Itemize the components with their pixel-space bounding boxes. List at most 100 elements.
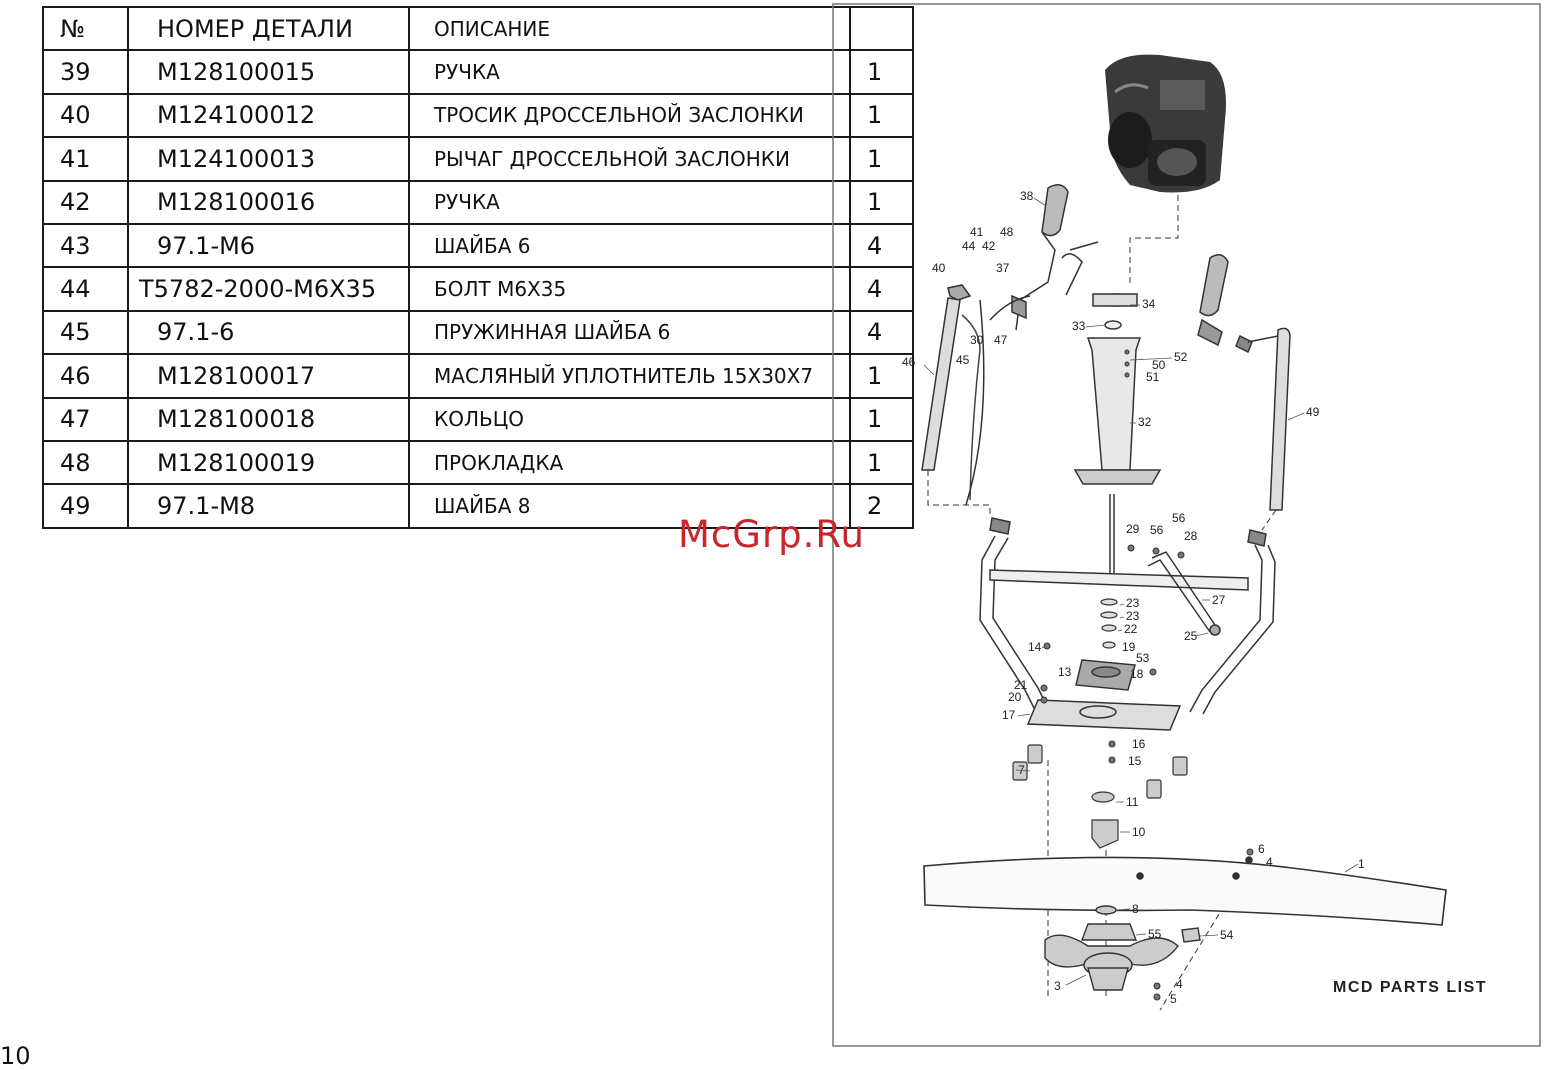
row-quantity: 1 — [849, 353, 914, 399]
callout-21: 21 — [1014, 678, 1028, 692]
page-number: 10 — [0, 1042, 31, 1070]
row-part-number: M128100015 — [127, 49, 410, 95]
row-part-number: M124100012 — [127, 92, 410, 139]
callout-27: 27 — [1212, 593, 1226, 607]
table-row: 42 M128100016 РУЧКА 1 — [42, 179, 914, 225]
header-description: ОПИСАНИЕ — [408, 5, 851, 52]
row-no: 47 — [42, 396, 129, 442]
row-description: РУЧКА — [408, 49, 851, 95]
row-part-number: M128100017 — [127, 353, 410, 399]
table-header-row: № НОМЕР ДЕТАЛИ ОПИСАНИЕ — [42, 5, 914, 52]
callout-19: 19 — [1122, 640, 1136, 654]
shaft-column — [1073, 293, 1162, 580]
row-part-number: M124100013 — [127, 136, 410, 182]
table-row: 46 M128100017 МАСЛЯНЫЙ УПЛОТНИТЕЛЬ 15Х30… — [42, 353, 914, 399]
parts-table: № НОМЕР ДЕТАЛИ ОПИСАНИЕ 39 M128100015 РУ… — [42, 5, 914, 529]
callout-1: 1 — [1358, 857, 1365, 871]
callout-48: 48 — [1000, 225, 1014, 239]
row-description: ШАЙБА 8 — [408, 483, 851, 529]
row-description: ТРОСИК ДРОССЕЛЬНОЙ ЗАСЛОНКИ — [408, 92, 851, 139]
row-description: РЫЧАГ ДРОССЕЛЬНОЙ ЗАСЛОНКИ — [408, 136, 851, 182]
rubber-mounts — [1012, 744, 1188, 849]
main-frame — [979, 517, 1276, 715]
shaft-washers — [1100, 598, 1118, 649]
small-hardware — [1040, 349, 1254, 1001]
callout-38: 38 — [1020, 189, 1034, 203]
row-description: ПРУЖИННАЯ ШАЙБА 6 — [408, 309, 851, 356]
row-no: 48 — [42, 439, 129, 486]
row-description: ШАЙБА 6 — [408, 222, 851, 269]
callout-25: 25 — [1184, 629, 1198, 643]
right-handle-assembly — [1197, 254, 1291, 511]
table-row: 49 97.1-M8 ШАЙБА 8 2 — [42, 483, 914, 529]
callout-10: 10 — [1132, 825, 1146, 839]
table-row: 39 M128100015 РУЧКА 1 — [42, 49, 914, 95]
callout-37: 37 — [996, 261, 1010, 275]
table-row: 43 97.1-M6 ШАЙБА 6 4 — [42, 222, 914, 269]
left-handle-assembly — [921, 184, 1099, 506]
diagram-title: MCD PARTS LIST — [1333, 979, 1487, 996]
row-no: 45 — [42, 309, 129, 356]
callout-16: 16 — [1132, 737, 1146, 751]
callout-47: 47 — [994, 333, 1008, 347]
table-row: 47 M128100018 КОЛЬЦО 1 — [42, 396, 914, 442]
row-quantity: 1 — [849, 49, 914, 95]
row-no: 42 — [42, 179, 129, 225]
exploded-parts-diagram: 38 41 48 44 42 40 37 46 45 30 47 34 33 5… — [830, 0, 1545, 1069]
row-part-number: M128100018 — [127, 396, 410, 442]
callout-53: 53 — [1136, 651, 1150, 665]
row-quantity: 1 — [849, 92, 914, 139]
callout-13: 13 — [1058, 665, 1072, 679]
blade-holder — [1044, 905, 1201, 991]
row-no: 46 — [42, 353, 129, 399]
row-no: 43 — [42, 222, 129, 269]
row-no: 44 — [42, 266, 129, 312]
table-row: 48 M128100019 ПРОКЛАДКА 1 — [42, 439, 914, 486]
callout-15: 15 — [1128, 754, 1142, 768]
row-description: РУЧКА — [408, 179, 851, 225]
callout-32: 32 — [1138, 415, 1152, 429]
row-part-number: T5782-2000-M6X35 — [127, 266, 410, 312]
callout-56a: 56 — [1150, 523, 1164, 537]
row-part-number: 97.1-6 — [127, 309, 410, 356]
callout-33: 33 — [1072, 319, 1086, 333]
row-description: МАСЛЯНЫЙ УПЛОТНИТЕЛЬ 15Х30Х7 — [408, 353, 851, 399]
blade — [923, 856, 1447, 926]
row-no: 41 — [42, 136, 129, 182]
row-quantity: 4 — [849, 222, 914, 269]
header-quantity — [849, 5, 914, 52]
callout-20: 20 — [1008, 690, 1022, 704]
callout-44: 44 — [962, 239, 976, 253]
callout-54: 54 — [1220, 928, 1234, 942]
table-row: 45 97.1-6 ПРУЖИННАЯ ШАЙБА 6 4 — [42, 309, 914, 356]
table-row: 40 M124100012 ТРОСИК ДРОССЕЛЬНОЙ ЗАСЛОНК… — [42, 92, 914, 139]
base-plate — [1026, 659, 1182, 731]
callout-41: 41 — [970, 225, 984, 239]
row-quantity: 4 — [849, 266, 914, 312]
callout-30: 30 — [970, 333, 984, 347]
callout-22: 22 — [1124, 622, 1138, 636]
callout-23a: 23 — [1126, 596, 1140, 610]
row-quantity: 1 — [849, 439, 914, 486]
diagram-svg: 38 41 48 44 42 40 37 46 45 30 47 34 33 5… — [832, 3, 1541, 1047]
table-row: 44 T5782-2000-M6X35 БОЛТ М6Х35 4 — [42, 266, 914, 312]
row-part-number: M128100019 — [127, 439, 410, 486]
row-quantity: 4 — [849, 309, 914, 356]
row-part-number: M128100016 — [127, 179, 410, 225]
row-description: ПРОКЛАДКА — [408, 439, 851, 486]
callout-46: 46 — [902, 355, 916, 369]
callout-labels: 38 41 48 44 42 40 37 46 45 30 47 34 33 5… — [902, 189, 1365, 1006]
row-description: КОЛЬЦО — [408, 396, 851, 442]
callout-45: 45 — [956, 353, 970, 367]
row-no: 49 — [42, 483, 129, 529]
row-quantity: 1 — [849, 396, 914, 442]
row-quantity: 1 — [849, 136, 914, 182]
callout-11: 11 — [1126, 795, 1139, 809]
engine-guide-line — [1129, 195, 1179, 285]
row-quantity: 1 — [849, 179, 914, 225]
callout-5: 5 — [1170, 992, 1177, 1006]
callout-50: 50 — [1152, 358, 1166, 372]
callout-3: 3 — [1054, 979, 1061, 993]
row-part-number: 97.1-M6 — [127, 222, 410, 269]
callout-56b: 56 — [1172, 511, 1186, 525]
